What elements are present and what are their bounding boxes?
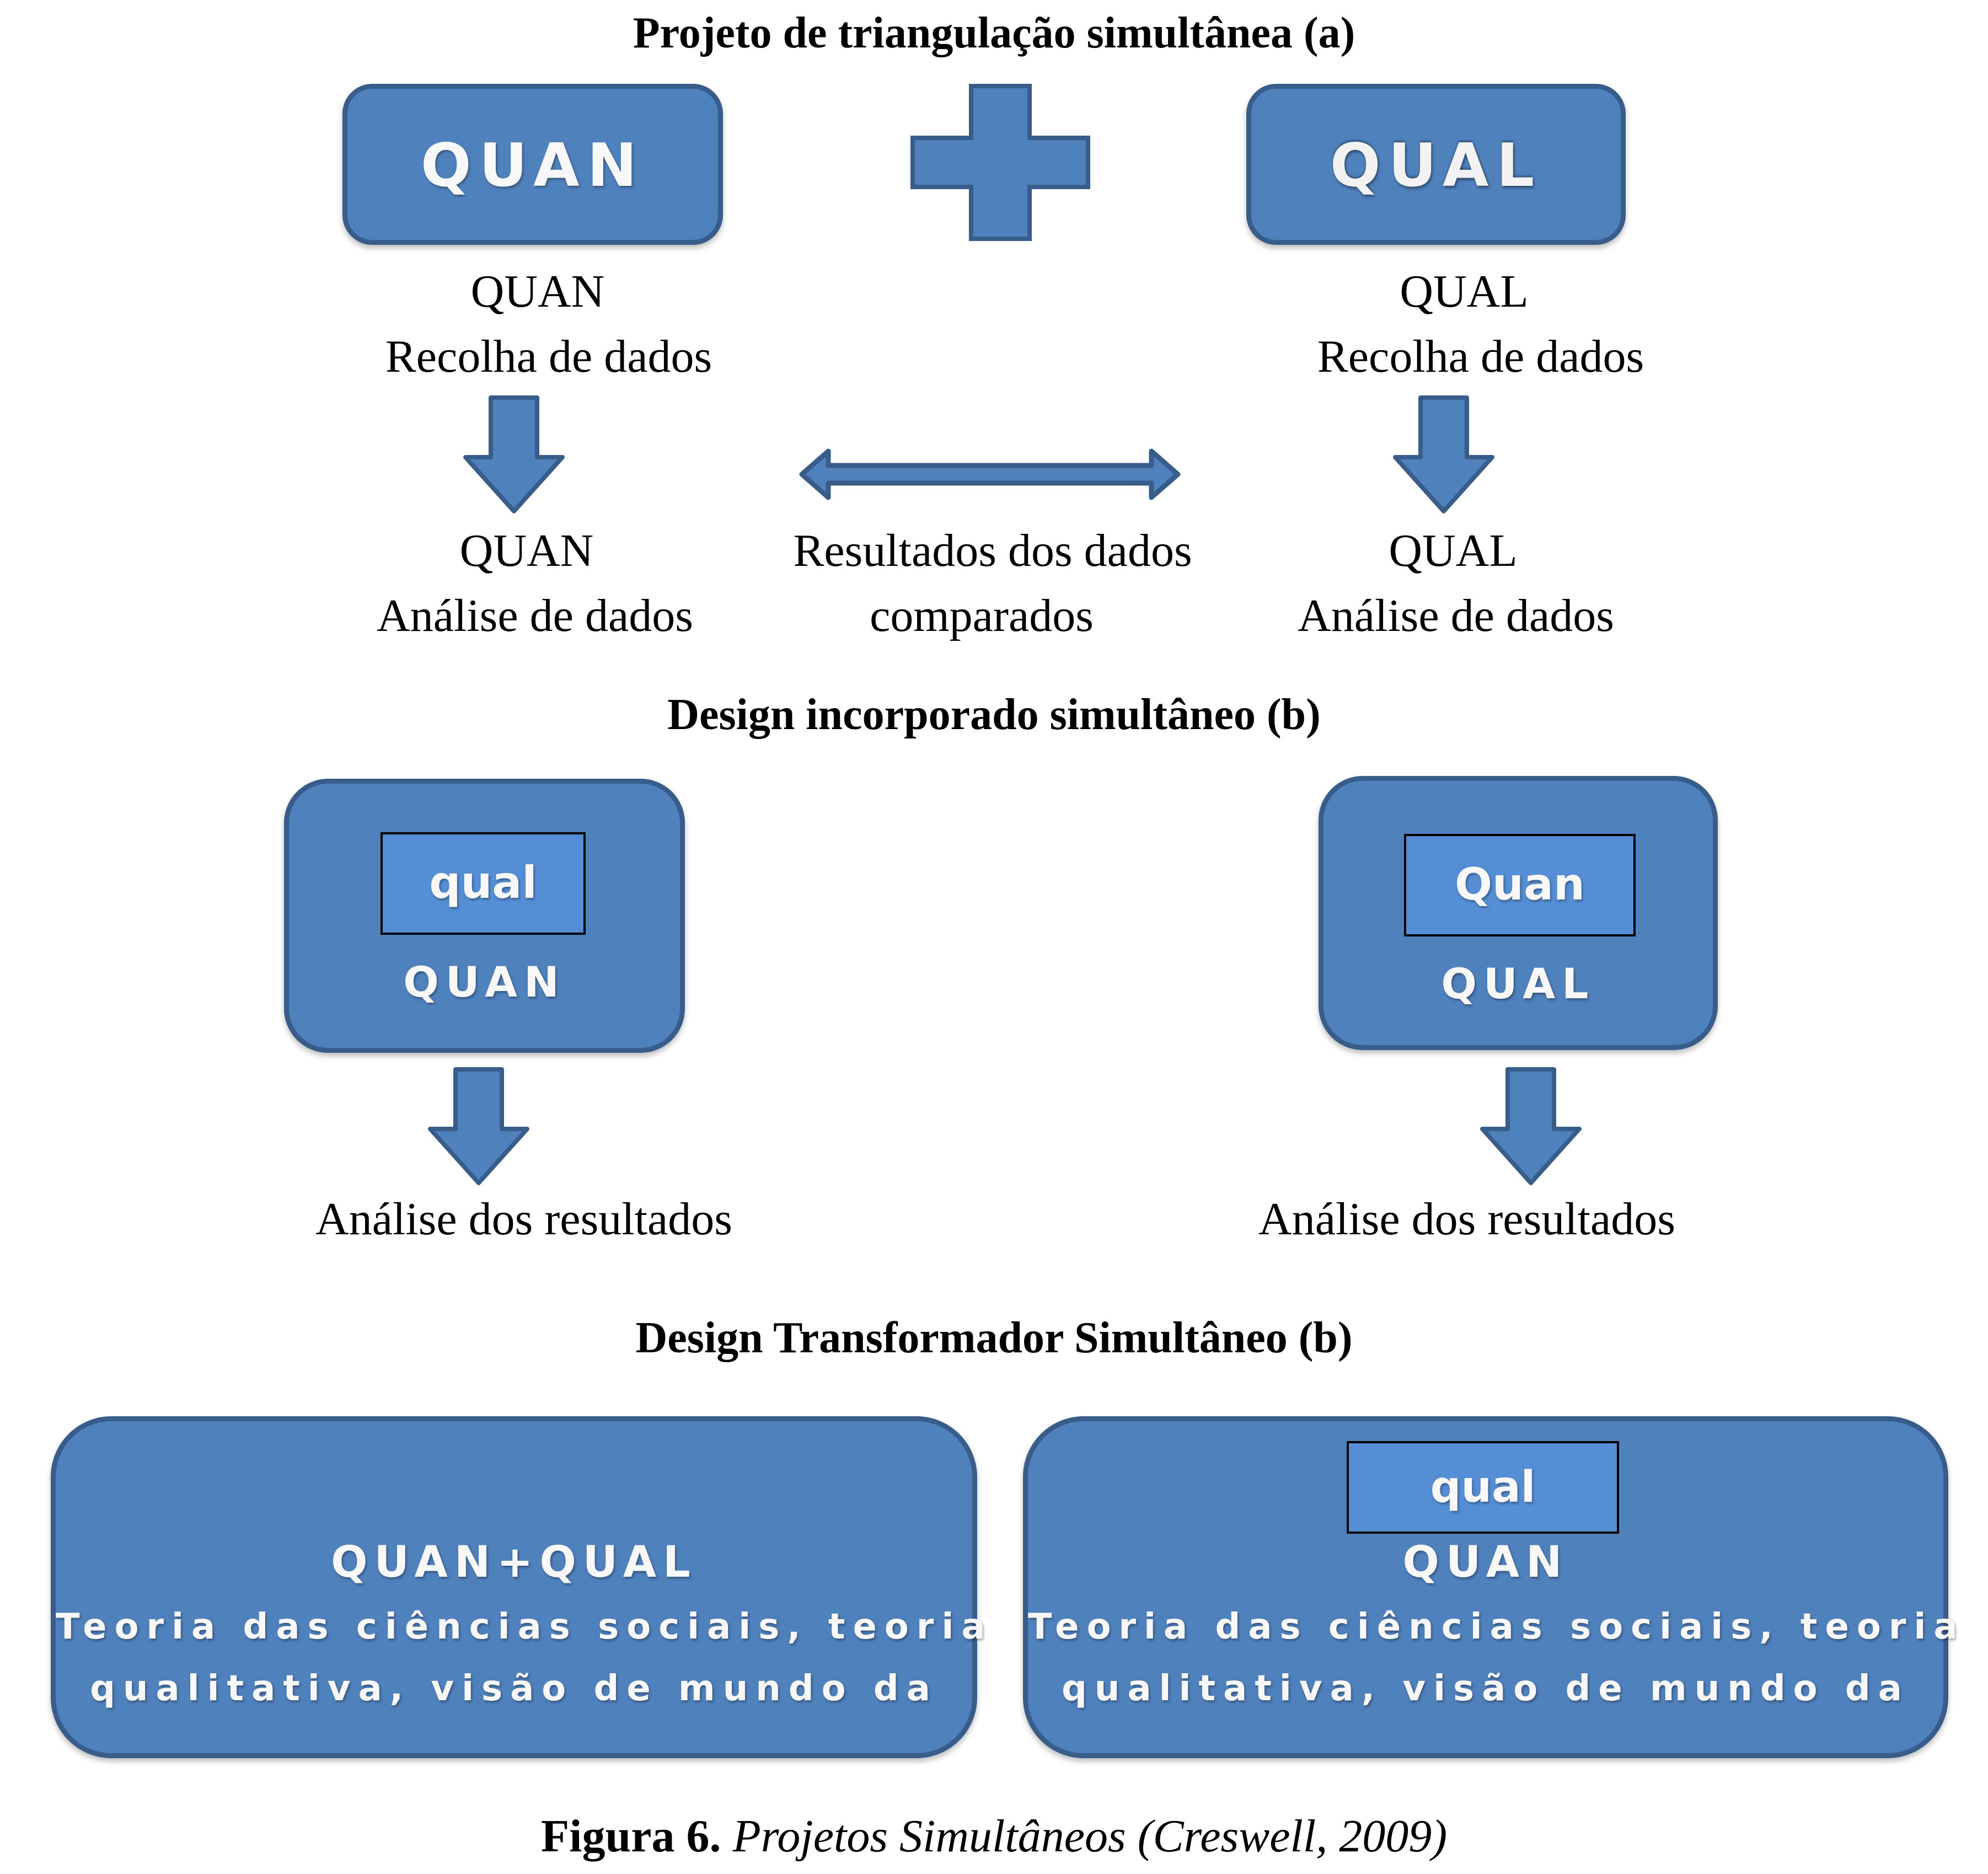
qual-collect-line-2: Recolha de dados (1317, 331, 1644, 382)
embedded-qual-inner-box: qual (381, 832, 586, 935)
quan-box: QUAN (342, 84, 723, 245)
quan-analysis-label: QUAN Análise de dados (331, 518, 739, 649)
embedded-qual-inner-label: qual (429, 857, 537, 908)
embedded-quan-box: qual QUAN (284, 779, 685, 1053)
plus-shape (910, 84, 1090, 241)
embedded-qual-main-label: QUAL (1441, 959, 1595, 1008)
comparison-line-1: Resultados dos dados (793, 525, 1192, 576)
embedded-quan-inner-label: Quan (1455, 859, 1585, 910)
qual-analysis-line-1: QUAL (1389, 525, 1518, 576)
transformative-right-line-2: qualitativa, visão de mundo da (1062, 1668, 1910, 1709)
qual-collect-line-1: QUAL (1400, 266, 1529, 317)
quan-analysis-line-2: Análise de dados (377, 590, 693, 641)
double-arrow-icon (799, 448, 1181, 500)
comparison-line-2: comparados (870, 590, 1094, 641)
quan-box-label: QUAN (420, 131, 645, 200)
qual-box-label: QUAL (1330, 131, 1542, 200)
embedded-qual-box: Quan QUAL (1319, 776, 1718, 1050)
section-b-title: Design incorporado simultâneo (b) (667, 690, 1321, 739)
transformative-right-box: qual QUAN Teoria das ciências sociais, t… (1023, 1416, 1965, 1758)
transformative-right-line-1: Teoria das ciências sociais, teoria (1028, 1607, 1965, 1647)
transformative-qual-inner-box: qual (1347, 1441, 1619, 1534)
transformative-left-line-1: Teoria das ciências sociais, teoria (56, 1607, 993, 1647)
transformative-left-box: QUAN+QUAL Teoria das ciências sociais, t… (51, 1416, 993, 1758)
qual-collect-label: QUAL Recolha de dados (1274, 259, 1687, 389)
transformative-left-main-label: QUAN+QUAL (331, 1538, 697, 1587)
qual-analysis-line-2: Análise de dados (1298, 590, 1614, 641)
quan-collect-line-1: QUAN (470, 266, 605, 317)
down-arrow-icon (428, 1067, 529, 1185)
transformative-right-main-label: QUAN (1402, 1538, 1569, 1587)
plus-icon (910, 84, 1090, 241)
qual-box: QUAL (1246, 84, 1626, 245)
embedded-quan-main-label: QUAN (403, 957, 566, 1006)
quan-collect-line-2: Recolha de dados (385, 331, 712, 382)
right-results-label: Análise dos resultados (1258, 1193, 1675, 1245)
section-c-title: Design Transformador Simultâneo (b) (635, 1314, 1353, 1362)
quan-collect-label: QUAN Recolha de dados (342, 259, 755, 389)
embedded-quan-inner-box: Quan (1404, 834, 1636, 936)
figure-caption-label: Figura 6. (540, 1811, 721, 1862)
down-arrow-icon (463, 395, 565, 513)
down-arrow-icon (1480, 1067, 1582, 1185)
qual-analysis-label: QUAL Análise de dados (1252, 518, 1660, 649)
down-arrow-icon (1393, 395, 1494, 513)
left-results-label: Análise dos resultados (315, 1193, 732, 1245)
figure-caption: Figura 6. Projetos Simultâneos (Creswell… (0, 1803, 1988, 1870)
transformative-left-line-2: qualitativa, visão de mundo da (90, 1668, 938, 1709)
quan-analysis-line-1: QUAN (459, 525, 594, 576)
comparison-label: Resultados dos dados comparados (761, 518, 1202, 649)
transformative-qual-inner-label: qual (1430, 1463, 1536, 1512)
figure-caption-text: Projetos Simultâneos (Creswell, 2009) (721, 1811, 1448, 1862)
section-a-title: Projeto de triangulação simultânea (a) (633, 9, 1355, 57)
